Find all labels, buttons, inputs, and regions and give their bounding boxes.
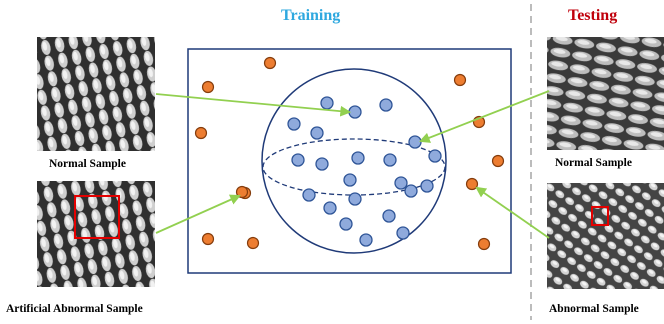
normal-train-caption: Normal Sample: [49, 158, 126, 170]
abnormal-test-image: [547, 183, 664, 289]
abnormal-feature-point: [263, 56, 277, 70]
abnormal-feature-point: [491, 154, 505, 168]
normal-test-image: [547, 37, 664, 150]
normal-feature-point: [396, 226, 410, 240]
normal-test-caption: Normal Sample: [555, 157, 632, 169]
normal-feature-point: [348, 105, 362, 119]
abnormal-feature-point: [453, 73, 467, 87]
normal-feature-point: [310, 126, 324, 140]
normal-feature-point: [420, 179, 434, 193]
feature-space-box: [187, 48, 512, 274]
real-defect-box: [591, 206, 609, 226]
training-header: Training: [281, 7, 341, 24]
normal-feature-point: [428, 149, 442, 163]
normal-feature-point: [404, 184, 418, 198]
abnormal-feature-point: [246, 236, 260, 250]
abnormal-test-caption: Abnormal Sample: [549, 303, 639, 315]
normal-feature-point: [315, 157, 329, 171]
normal-feature-point: [394, 176, 408, 190]
normal-feature-point: [302, 188, 316, 202]
normal-train-image: [37, 37, 155, 151]
normal-feature-point: [351, 151, 365, 165]
artificial-abnormal-image: [37, 181, 155, 287]
normal-feature-point: [348, 192, 362, 206]
arrow-artificial-abnormal: [155, 194, 241, 234]
abnormal-feature-point: [465, 177, 479, 191]
normal-feature-point: [339, 217, 353, 231]
arrow-normal-test: [418, 90, 550, 143]
arrow-normal-train: [155, 93, 352, 117]
normal-feature-point: [291, 153, 305, 167]
normal-feature-point: [382, 209, 396, 223]
normal-feature-point: [383, 153, 397, 167]
normal-feature-point: [287, 117, 301, 131]
normal-hypersphere: [261, 68, 447, 254]
normal-feature-point: [323, 201, 337, 215]
artificial-abnormal-caption: Artificial Abnormal Sample: [6, 303, 143, 315]
normal-feature-point: [343, 173, 357, 187]
abnormal-feature-point: [477, 237, 491, 251]
normal-feature-point: [379, 98, 393, 112]
normal-feature-point: [320, 96, 334, 110]
normal-feature-point: [359, 233, 373, 247]
arrow-abnormal-test: [475, 186, 550, 239]
normal-feature-point: [408, 135, 422, 149]
abnormal-feature-point: [201, 80, 215, 94]
abnormal-feature-point: [194, 126, 208, 140]
testing-header: Testing: [568, 7, 618, 24]
artificial-defect-box: [74, 195, 120, 239]
abnormal-feature-point: [201, 232, 215, 246]
